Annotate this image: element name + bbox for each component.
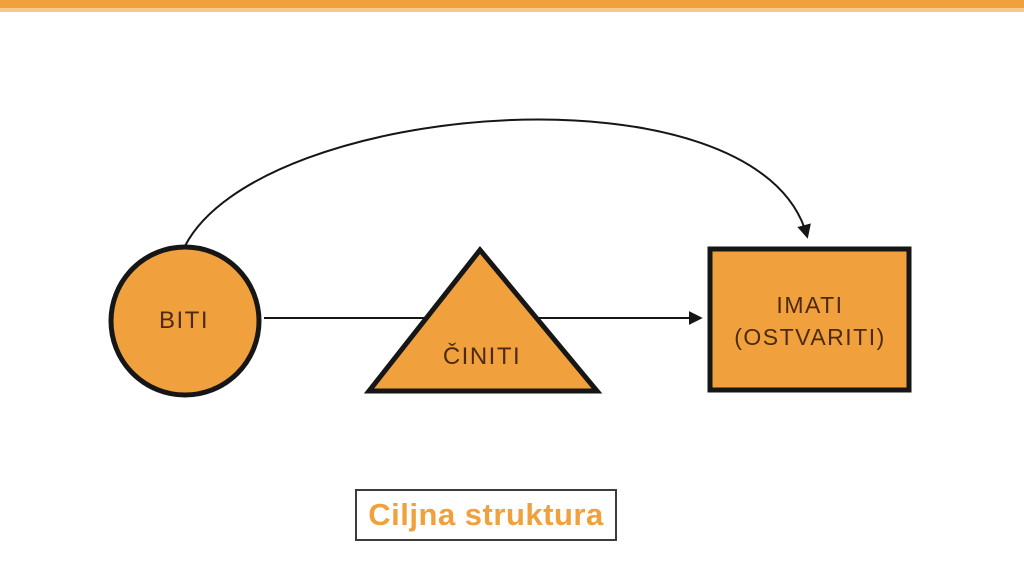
- circle-shape-biti: [108, 244, 262, 398]
- triangle-shape-ciniti: [363, 246, 603, 394]
- rectangle-label-imati: IMATI (OSTVARITI): [734, 289, 886, 353]
- rectangle-label-line2: (OSTVARITI): [734, 324, 886, 350]
- caption-box: Ciljna struktura: [355, 489, 617, 541]
- circle-label-biti: BITI: [158, 307, 210, 334]
- caption-text: Ciljna struktura: [368, 497, 604, 532]
- curved-arrow-biti-to-imati: [184, 118, 811, 247]
- triangle-label-ciniti: ČINITI: [442, 343, 522, 370]
- rectangle-shape-imati: [707, 246, 912, 393]
- rectangle-label-line1: IMATI: [776, 292, 844, 318]
- top-accent-bar: [0, 0, 1024, 12]
